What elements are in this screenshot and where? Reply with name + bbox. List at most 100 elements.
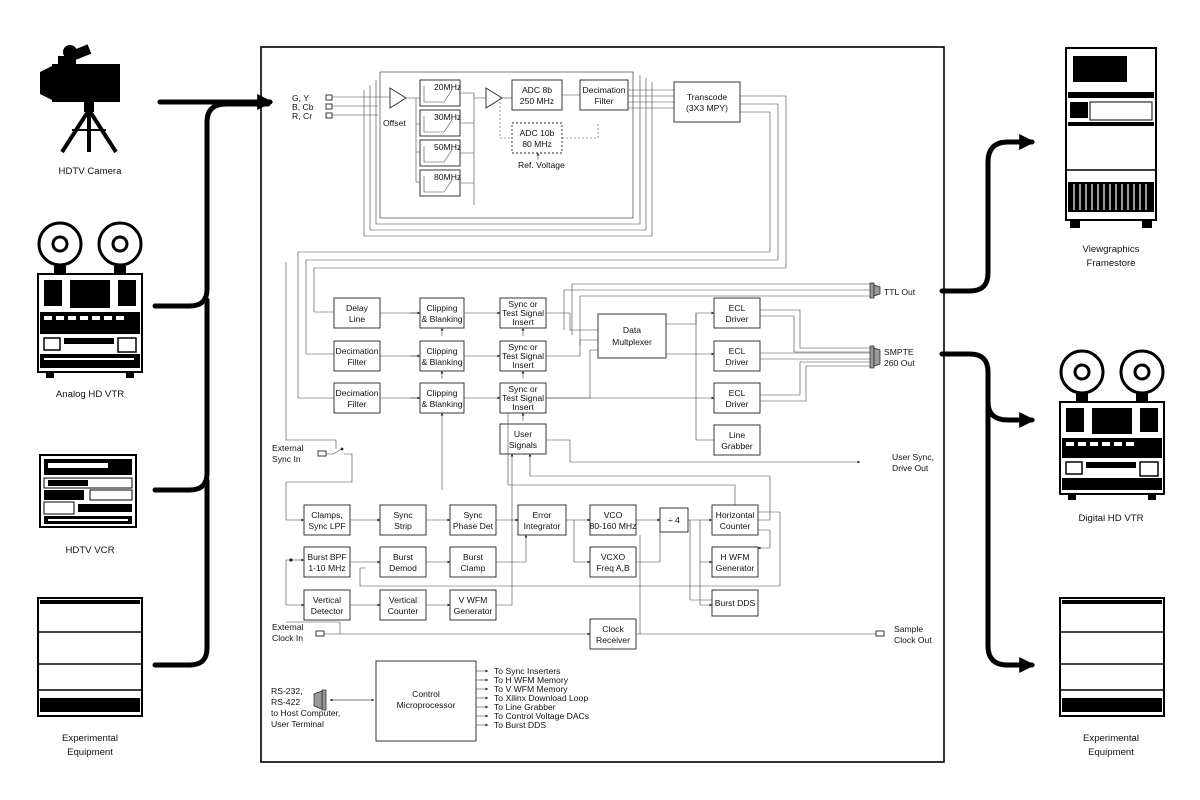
svg-text:Clipping: Clipping bbox=[426, 388, 457, 398]
svg-text:Clamps,: Clamps, bbox=[311, 510, 343, 520]
framestore-label-2: Framestore bbox=[1086, 258, 1135, 269]
sync-phase-det: Sync Phase Det bbox=[449, 504, 497, 536]
svg-text:Counter: Counter bbox=[388, 606, 419, 616]
svg-text:Decimation: Decimation bbox=[336, 388, 379, 398]
micro-target-5: To Control Voltage DACs bbox=[494, 711, 589, 721]
external-clock-label-2: Clock In bbox=[272, 633, 303, 643]
svg-text:Sync LPF: Sync LPF bbox=[308, 521, 345, 531]
divide-by-4: ÷ 4 bbox=[659, 507, 689, 533]
micro-target-2: To V WFM Memory bbox=[494, 684, 568, 694]
svg-text:VCO: VCO bbox=[604, 510, 623, 520]
vcxo-block: VCXO Freq A,B bbox=[589, 546, 637, 578]
sample-clock-label-2: Clock Out bbox=[894, 635, 932, 645]
sync-insert-2: Sync or Test Signal Insert bbox=[499, 340, 547, 372]
micro-target-4: To Line Grabber bbox=[494, 702, 556, 712]
svg-text:Counter: Counter bbox=[720, 521, 751, 531]
hdtv-vcr-icon bbox=[39, 454, 137, 528]
experimental-left-label-1: Experimental bbox=[62, 733, 118, 744]
svg-text:User: User bbox=[514, 429, 532, 439]
external-sync-connector bbox=[317, 447, 344, 457]
analog-vtr-icon bbox=[37, 221, 143, 378]
lpf-50mhz: 50MHz bbox=[419, 139, 461, 167]
svg-text:Error: Error bbox=[532, 510, 551, 520]
svg-text:Driver: Driver bbox=[726, 399, 749, 409]
svg-text:& Blanking: & Blanking bbox=[421, 399, 462, 409]
svg-text:Integrator: Integrator bbox=[524, 521, 561, 531]
vco-block: VCO 80-160 MHz bbox=[589, 504, 637, 536]
svg-text:Filter: Filter bbox=[594, 96, 613, 106]
svg-text:Filter: Filter bbox=[347, 399, 366, 409]
svg-text:Insert: Insert bbox=[512, 360, 534, 370]
control-microprocessor: Control Microprocessor bbox=[375, 660, 477, 742]
sync-strip: Sync Strip bbox=[379, 504, 427, 536]
h-wfm-generator: H WFM Generator bbox=[711, 546, 759, 578]
svg-text:Demod: Demod bbox=[389, 563, 417, 573]
analog-vtr-label: Analog HD VTR bbox=[56, 389, 124, 400]
sample-clock-label-1: Sample bbox=[894, 624, 923, 634]
svg-text:Sync or: Sync or bbox=[508, 299, 537, 309]
svg-text:Decimation: Decimation bbox=[336, 346, 379, 356]
decimation-filter-2: Decimation Filter bbox=[333, 340, 381, 372]
rs232-label-1: RS-232, bbox=[271, 686, 303, 696]
ttl-connector-icon bbox=[869, 282, 881, 299]
offset-amplifier bbox=[389, 87, 407, 109]
smpte-out-label-1: SMPTE bbox=[884, 347, 914, 357]
rs232-connector-icon bbox=[313, 689, 327, 711]
hdtv-camera-label: HDTV Camera bbox=[59, 166, 123, 177]
svg-text:Multplexer: Multplexer bbox=[612, 337, 652, 347]
clipping-blanking-1: Clipping & Blanking bbox=[419, 297, 465, 329]
svg-text:Control: Control bbox=[412, 689, 440, 699]
digital-vtr-label: Digital HD VTR bbox=[1078, 513, 1143, 524]
external-clock-connector bbox=[315, 630, 325, 637]
svg-text:Test Signal: Test Signal bbox=[502, 351, 544, 361]
svg-text:Clock: Clock bbox=[602, 624, 624, 634]
smpte-out-label-2: 260 Out bbox=[884, 358, 915, 368]
svg-text:Insert: Insert bbox=[512, 317, 534, 327]
svg-text:Line: Line bbox=[349, 314, 365, 324]
svg-text:H WFM: H WFM bbox=[720, 552, 749, 562]
sync-insert-1: Sync or Test Signal Insert bbox=[499, 297, 547, 329]
external-sync-label-1: External bbox=[272, 443, 304, 453]
svg-text:Phase Det: Phase Det bbox=[453, 521, 494, 531]
svg-text:Line: Line bbox=[729, 430, 745, 440]
svg-text:Microprocessor: Microprocessor bbox=[397, 700, 456, 710]
svg-text:ECL: ECL bbox=[729, 388, 746, 398]
svg-text:Sync or: Sync or bbox=[508, 384, 537, 394]
sync-insert-3: Sync or Test Signal Insert bbox=[499, 382, 547, 414]
svg-text:Insert: Insert bbox=[512, 402, 534, 412]
lpf-80mhz: 80MHz bbox=[419, 169, 461, 197]
svg-text:Burst DDS: Burst DDS bbox=[715, 598, 756, 608]
sample-clock-connector bbox=[875, 630, 885, 637]
svg-text:& Blanking: & Blanking bbox=[421, 357, 462, 367]
svg-text:20MHz: 20MHz bbox=[434, 82, 461, 92]
transcode-block: Transcode (3X3 MPY) bbox=[673, 81, 741, 123]
clipping-blanking-2: Clipping & Blanking bbox=[419, 340, 465, 372]
svg-text:Sync or: Sync or bbox=[508, 342, 537, 352]
rs232-label-4: User Terminal bbox=[271, 719, 324, 729]
svg-text:Transcode: Transcode bbox=[687, 92, 728, 102]
experimental-right-label-2: Equipment bbox=[1088, 747, 1134, 758]
ecl-driver-1: ECL Driver bbox=[713, 297, 761, 329]
svg-text:Test Signal: Test Signal bbox=[502, 393, 544, 403]
svg-text:Vertical: Vertical bbox=[313, 595, 341, 605]
svg-text:Delay: Delay bbox=[346, 303, 369, 313]
svg-text:Generator: Generator bbox=[716, 563, 755, 573]
svg-text:ADC 8b: ADC 8b bbox=[522, 85, 552, 95]
ecl-driver-3: ECL Driver bbox=[713, 382, 761, 414]
svg-text:÷ 4: ÷ 4 bbox=[668, 515, 680, 525]
svg-text:Sync: Sync bbox=[463, 510, 483, 520]
ecl-driver-2: ECL Driver bbox=[713, 340, 761, 372]
experimental-right-label-1: Experimental bbox=[1083, 733, 1139, 744]
rs232-label-3: to Host Computer, bbox=[271, 708, 340, 718]
micro-target-1: To H WFM Memory bbox=[494, 675, 569, 685]
svg-text:VCXO: VCXO bbox=[601, 552, 626, 562]
svg-text:Strip: Strip bbox=[394, 521, 412, 531]
micro-target-0: To Sync Inserters bbox=[494, 666, 560, 676]
svg-text:Burst: Burst bbox=[463, 552, 484, 562]
rs232-label-2: RS-422 bbox=[271, 697, 300, 707]
input-connectors bbox=[325, 94, 378, 119]
micro-target-6: To Burst DDS bbox=[494, 720, 546, 730]
system-connections bbox=[152, 93, 1036, 674]
user-sync-label-1: User Sync, bbox=[892, 452, 934, 462]
